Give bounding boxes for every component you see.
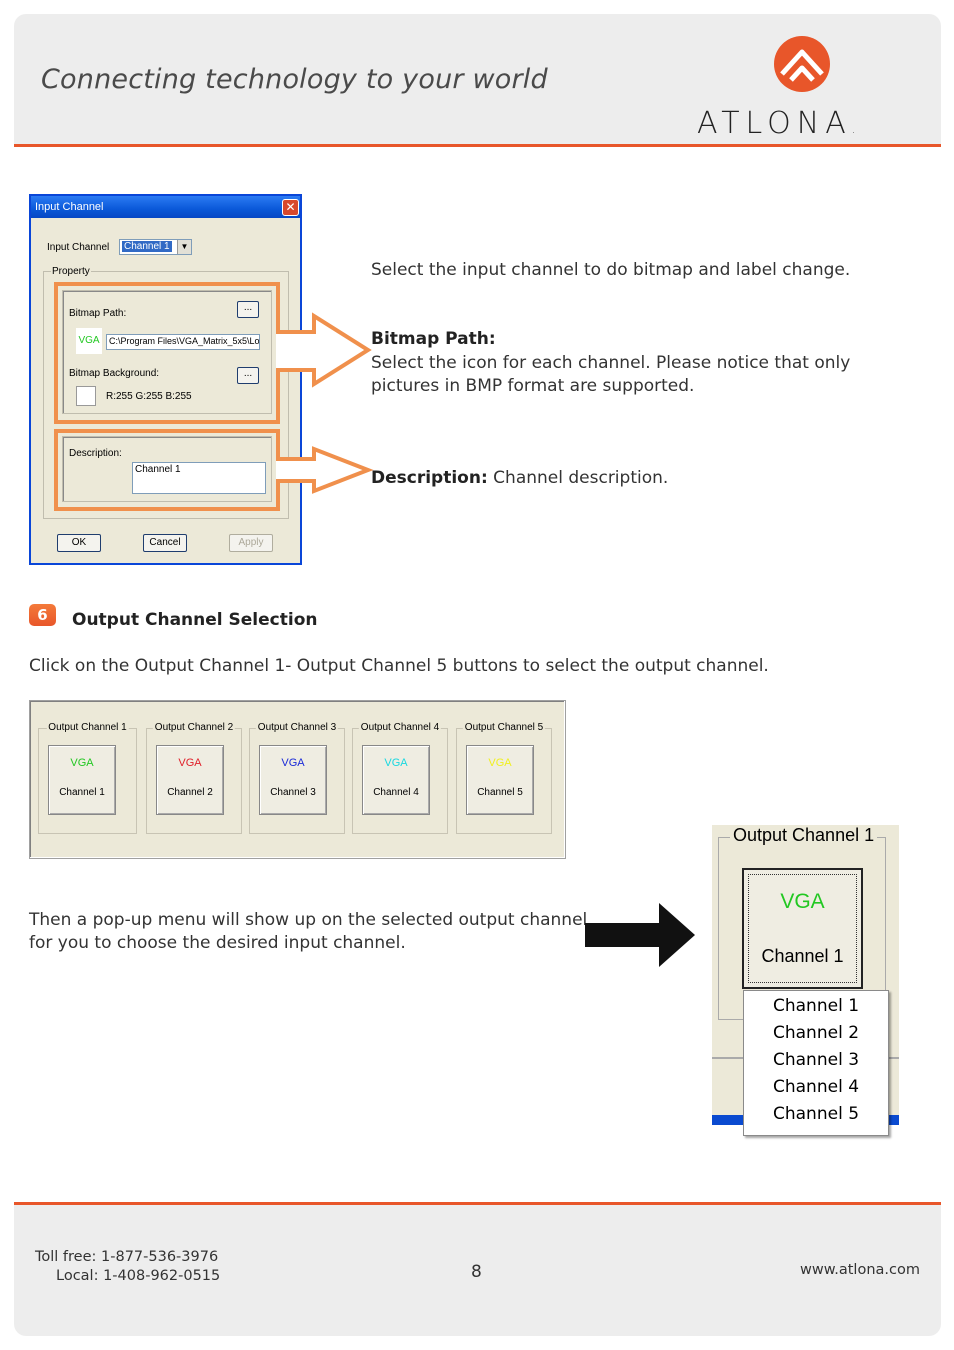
output-channel-group-5: Output Channel 5 VGA Channel 5 <box>456 722 552 834</box>
bitmap-path-note-1: Select the icon for each channel. Please… <box>371 353 851 373</box>
bitmap-path-heading: Bitmap Path: <box>371 329 496 349</box>
website-link[interactable]: www.atlona.com <box>800 1262 920 1278</box>
description-label: Description: <box>69 448 122 459</box>
page-number: 8 <box>471 1262 482 1282</box>
popup-note-2: for you to choose the desired input chan… <box>29 933 406 953</box>
vga-icon: VGA <box>384 757 408 769</box>
bitmap-callout-arrow-icon <box>276 312 372 388</box>
output-channel-3-button[interactable]: VGA Channel 3 <box>259 745 327 815</box>
toll-free-number: Toll free: 1-877-536-3976 <box>35 1249 219 1265</box>
vga-icon: VGA <box>281 757 305 769</box>
footer-panel <box>14 1205 941 1336</box>
zoom-channel-button[interactable]: VGA Channel 1 <box>742 868 863 989</box>
menu-item-channel-4[interactable]: Channel 4 <box>773 1077 860 1097</box>
property-group <box>43 271 289 519</box>
output-channel-label: Channel 4 <box>373 787 419 798</box>
output-channel-label: Channel 3 <box>270 787 316 798</box>
atlona-wordmark: ATLONA. <box>697 106 856 141</box>
description-field[interactable]: Channel 1 <box>132 462 266 494</box>
input-channel-value: Channel 1 <box>122 241 172 252</box>
bitmap-background-browse-button[interactable]: ... <box>237 367 259 384</box>
dialog-title: Input Channel <box>31 196 300 218</box>
bitmap-path-field[interactable]: C:\Program Files\VGA_Matrix_5x5\Lo <box>106 334 260 350</box>
chevron-down-icon[interactable]: ▼ <box>177 240 191 254</box>
popup-note-1: Then a pop-up menu will show up on the s… <box>29 910 588 930</box>
output-channel-label: Channel 1 <box>59 787 105 798</box>
description-callout-arrow-icon <box>276 446 374 494</box>
output-channel-legend: Output Channel 3 <box>255 722 339 733</box>
section-title: Output Channel Selection <box>72 610 318 630</box>
bitmap-path-browse-button[interactable]: ... <box>237 301 259 318</box>
input-channel-dialog: Input Channel ✕ Input Channel Channel 1 … <box>29 194 302 565</box>
apply-button[interactable]: Apply <box>229 534 273 552</box>
output-channel-1-button[interactable]: VGA Channel 1 <box>48 745 116 815</box>
select-channel-note: Select the input channel to do bitmap an… <box>371 260 851 280</box>
right-arrow-icon <box>585 903 695 967</box>
local-number: Local: 1-408-962-0515 <box>56 1268 221 1284</box>
color-swatch <box>76 386 96 406</box>
header-divider <box>14 144 941 147</box>
vga-icon: VGA <box>780 890 825 913</box>
zoom-legend: Output Channel 1 <box>730 825 878 846</box>
close-icon[interactable]: ✕ <box>282 199 299 216</box>
atlona-logo-icon <box>774 36 830 92</box>
description-note: Description: Channel description. <box>371 468 669 488</box>
input-channel-label: Input Channel <box>47 242 110 253</box>
output-channel-group-3: Output Channel 3 VGA Channel 3 <box>249 722 345 834</box>
footer-divider <box>14 1202 941 1205</box>
vga-icon: VGA <box>178 757 202 769</box>
output-channel-2-button[interactable]: VGA Channel 2 <box>156 745 224 815</box>
channel-popup-menu: Channel 1 Channel 2 Channel 3 Channel 4 … <box>743 990 889 1136</box>
output-channel-legend: Output Channel 4 <box>358 722 442 733</box>
input-channel-select[interactable]: Channel 1 ▼ <box>119 239 192 255</box>
description-highlight <box>54 429 280 511</box>
output-channel-legend: Output Channel 5 <box>462 722 546 733</box>
output-channel-panel: Output Channel 1 VGA Channel 1 Output Ch… <box>29 700 566 859</box>
bitmap-path-note-2: pictures in BMP format are supported. <box>371 376 695 396</box>
output-channel-label: Channel 5 <box>477 787 523 798</box>
step-number-badge: 6 <box>29 604 56 626</box>
vga-icon: VGA <box>76 328 102 354</box>
section-intro: Click on the Output Channel 1- Output Ch… <box>29 656 769 676</box>
menu-item-channel-3[interactable]: Channel 3 <box>773 1050 860 1070</box>
bitmap-path-label: Bitmap Path: <box>69 308 127 319</box>
output-channel-5-button[interactable]: VGA Channel 5 <box>466 745 534 815</box>
ok-button[interactable]: OK <box>57 534 101 552</box>
output-channel-label: Channel 2 <box>167 787 213 798</box>
property-label: Property <box>51 266 91 277</box>
zoom-channel-label: Channel 1 <box>761 946 844 966</box>
output-channel-legend: Output Channel 2 <box>152 722 236 733</box>
menu-item-channel-2[interactable]: Channel 2 <box>773 1023 860 1043</box>
tagline: Connecting technology to your world <box>41 64 548 95</box>
vga-icon: VGA <box>70 757 94 769</box>
output-channel-4-button[interactable]: VGA Channel 4 <box>362 745 430 815</box>
vga-icon: VGA <box>488 757 512 769</box>
rgb-values: R:255 G:255 B:255 <box>106 391 192 402</box>
bitmap-highlight <box>54 282 280 424</box>
bitmap-background-label: Bitmap Background: <box>69 368 160 379</box>
cancel-button[interactable]: Cancel <box>143 534 187 552</box>
menu-item-channel-5[interactable]: Channel 5 <box>773 1104 860 1124</box>
menu-item-channel-1[interactable]: Channel 1 <box>773 996 860 1016</box>
output-channel-group-4: Output Channel 4 VGA Channel 4 <box>352 722 448 834</box>
output-channel-group-1: Output Channel 1 VGA Channel 1 <box>38 722 137 834</box>
output-channel-group-2: Output Channel 2 VGA Channel 2 <box>146 722 242 834</box>
output-channel-legend: Output Channel 1 <box>46 722 129 733</box>
